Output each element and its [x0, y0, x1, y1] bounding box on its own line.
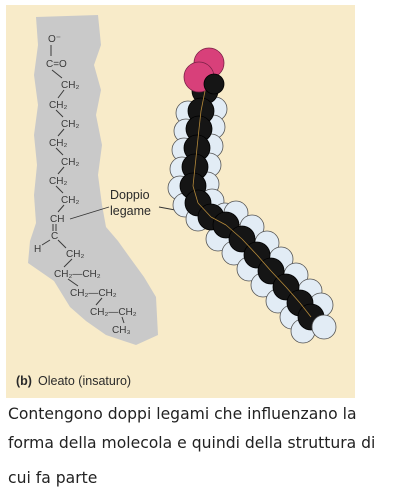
oleate-diagram-svg: O⁻ C=O CH₂ CH₂ CH₂ CH₂ CH₂ CH₂ CH₂ CH C …	[6, 5, 355, 398]
carboxylate-oxygen-label: O⁻	[48, 34, 61, 45]
bond-line	[299, 302, 312, 318]
bond-line	[192, 185, 199, 204]
chain-carbon-label: CH₂	[49, 176, 67, 187]
bond-line	[194, 147, 198, 168]
double-bond-ch-label: CH	[50, 214, 64, 225]
caption-line-2: forma della molecola e quindi della stru…	[8, 434, 376, 452]
hydrogen-atom	[311, 314, 337, 340]
structural-formula: O⁻ C=O CH₂ CH₂ CH₂ CH₂ CH₂ CH₂ CH₂ CH C …	[34, 34, 137, 336]
caption-line-3: cui fa parte	[8, 469, 98, 487]
chain-carbon-label: CH₂	[66, 249, 84, 260]
oleate-figure: O⁻ C=O CH₂ CH₂ CH₂ CH₂ CH₂ CH₂ CH₂ CH C …	[6, 5, 355, 398]
panel-letter: (b)	[16, 374, 32, 388]
double-bond-c-label: C	[51, 231, 58, 242]
bond-line	[198, 110, 202, 130]
annotation-label-line1: Doppio	[110, 188, 150, 202]
bond-line	[197, 202, 212, 218]
space-filling-model	[167, 47, 337, 344]
annotation-pointer-left	[69, 206, 110, 220]
chain-carbon-pair-label: CH₂—CH₂	[54, 269, 101, 280]
double-bond-annotation: Doppio legame	[69, 188, 187, 220]
bond-line	[256, 254, 272, 272]
hydrogen-atom-label: H	[34, 244, 41, 255]
chain-carbon-label: CH₂	[49, 100, 67, 111]
carboxyl-carbon-label: C=O	[46, 59, 67, 70]
formula-background-shape	[28, 15, 158, 345]
bond-line	[241, 238, 258, 256]
caption-line-1: Contengono doppi legami che influenzano …	[8, 405, 357, 423]
chain-carbon-pair-label: CH₂—CH₂	[90, 307, 137, 318]
chain-carbon-label: CH₂	[61, 157, 79, 168]
bond-line	[196, 128, 200, 149]
bond-line	[200, 90, 206, 112]
annotation-label-line2: legame	[110, 204, 151, 218]
carbon-atom	[203, 73, 225, 95]
panel-title: Oleato (insaturo)	[38, 374, 131, 388]
bond-line	[192, 166, 196, 187]
chain-carbon-label: CH₂	[49, 138, 67, 149]
bond-line	[285, 286, 301, 304]
bond-line	[225, 224, 243, 240]
bond-line	[210, 216, 227, 226]
caption-text: Contengono doppi legami che influenzano …	[8, 400, 404, 493]
terminal-methyl-label: CH₃	[112, 325, 131, 336]
chain-carbon-label: CH₂	[61, 195, 79, 206]
chain-carbon-label: CH₂	[61, 80, 79, 91]
chain-carbon-label: CH₂	[61, 119, 79, 130]
bond-line	[270, 270, 287, 288]
chain-carbon-pair-label: CH₂—CH₂	[70, 288, 117, 299]
